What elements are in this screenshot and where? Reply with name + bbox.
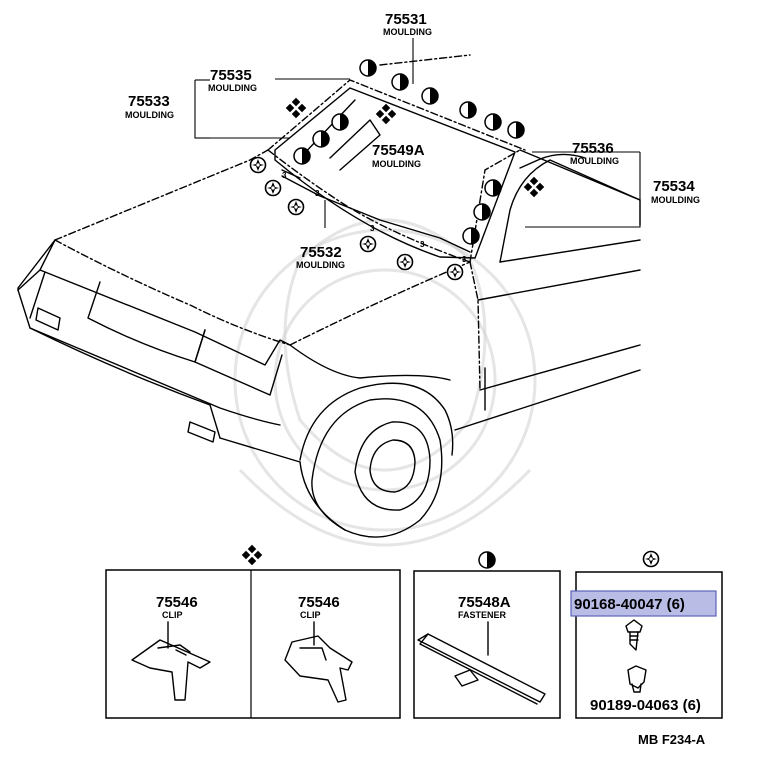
clip-drawing-1 — [131, 621, 211, 701]
clip-part-name: CLIP — [300, 610, 321, 620]
half-moon-icon — [312, 130, 330, 148]
flower-icon — [642, 550, 660, 568]
fastener-part-number: 75548A — [458, 594, 511, 611]
svg-text:75532: 75532 — [300, 244, 342, 261]
highlight-box — [570, 590, 717, 617]
svg-text:75536: 75536 — [572, 140, 614, 157]
half-moon-icon — [331, 113, 349, 131]
svg-text:3: 3 — [462, 255, 467, 264]
label-75534: 75534 MOULDING — [651, 178, 700, 205]
clover-diamond-icon — [375, 103, 397, 125]
svg-text:MOULDING: MOULDING — [372, 159, 421, 169]
label-75536: 75536 MOULDING — [570, 140, 619, 166]
half-moon-icon — [478, 551, 496, 569]
flower-icon — [446, 263, 464, 281]
half-moon-icon — [421, 87, 439, 105]
half-moon-icon — [484, 113, 502, 131]
screw-part-number-selected: 90168-40047 (6) — [574, 596, 685, 613]
svg-text:3: 3 — [282, 171, 287, 180]
fastener-box: 75548A FASTENER — [413, 570, 561, 719]
half-moon-icon — [462, 227, 480, 245]
clover-diamond-icon — [285, 97, 307, 119]
half-moon-icon — [473, 203, 491, 221]
clip-part-number: 75546 — [156, 594, 198, 611]
fastener-part-name: FASTENER — [458, 610, 507, 620]
half-moon-icon — [359, 59, 377, 77]
svg-text:MOULDING: MOULDING — [570, 156, 619, 166]
svg-text:75549A: 75549A — [372, 142, 425, 159]
nut-drawing — [627, 665, 647, 693]
car-body-drawing: 3 3 3 3 3 — [17, 54, 641, 538]
label-75535: 75535 MOULDING — [208, 67, 257, 93]
label-75532: 75532 MOULDING — [296, 244, 345, 270]
nut-part-number: 90189-04063 (6) — [590, 697, 701, 714]
flower-icon — [396, 253, 414, 271]
half-moon-icon — [459, 101, 477, 119]
clip-part-name: CLIP — [162, 610, 183, 620]
flower-icon — [264, 179, 282, 197]
svg-text:75531: 75531 — [385, 11, 427, 28]
screw-drawing — [625, 619, 643, 651]
svg-text:3: 3 — [315, 189, 320, 198]
half-moon-icon — [484, 179, 502, 197]
svg-text:MOULDING: MOULDING — [208, 83, 257, 93]
flower-icon — [359, 235, 377, 253]
svg-text:MOULDING: MOULDING — [651, 195, 700, 205]
clip-box: 75546 CLIP 75546 CLIP — [105, 569, 401, 719]
label-75531: 75531 MOULDING — [383, 11, 432, 37]
label-75533: 75533 MOULDING — [125, 93, 174, 120]
svg-text:3: 3 — [420, 240, 425, 249]
diagram-code: MB F234-A — [638, 732, 706, 747]
label-75549a: 75549A MOULDING — [372, 142, 425, 169]
watermark-emblem — [233, 218, 537, 547]
half-moon-icon — [507, 121, 525, 139]
half-moon-icon — [391, 73, 409, 91]
svg-text:MOULDING: MOULDING — [383, 27, 432, 37]
svg-text:75534: 75534 — [653, 178, 695, 195]
flower-icon — [249, 156, 267, 174]
clip-part-number: 75546 — [298, 594, 340, 611]
half-moon-icon — [293, 147, 311, 165]
svg-text:75533: 75533 — [128, 93, 170, 110]
svg-text:75535: 75535 — [210, 67, 252, 84]
fastener-drawing — [417, 621, 546, 705]
svg-text:MOULDING: MOULDING — [125, 110, 174, 120]
clover-diamond-icon — [523, 176, 545, 198]
screw-box: 90168-40047 (6) 90189-04063 (6) — [570, 571, 723, 719]
clip-drawing-2 — [284, 621, 353, 703]
svg-text:MOULDING: MOULDING — [296, 260, 345, 270]
leader-lines — [194, 38, 641, 228]
flower-icon — [287, 198, 305, 216]
svg-text:3: 3 — [370, 224, 375, 233]
clover-diamond-icon — [241, 544, 263, 566]
